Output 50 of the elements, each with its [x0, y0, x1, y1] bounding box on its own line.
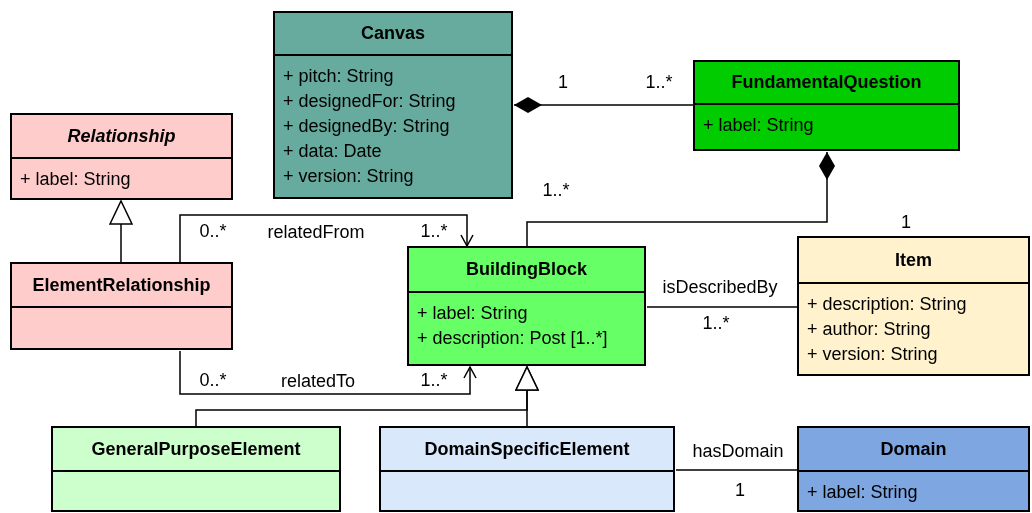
multiplicity-label: 0..*	[199, 370, 227, 390]
association-arrow	[179, 350, 477, 395]
class-box	[797, 426, 1030, 512]
class-name: FundamentalQuestion	[731, 71, 922, 94]
multiplicity-label: 1..*	[542, 180, 570, 200]
class-name: ElementRelationship	[32, 273, 211, 297]
class-box	[10, 113, 233, 200]
multiplicity-label: 1	[558, 72, 568, 92]
attribute-text: + label: String	[807, 481, 919, 504]
attribute-text: + pitch: String	[283, 65, 395, 88]
attribute-text: + label: String	[20, 168, 132, 191]
attribute-text: + version: String	[807, 343, 939, 366]
multiplicity-label: 1..*	[702, 313, 730, 333]
multiplicity-label: 1..*	[420, 221, 448, 241]
class-name: Canvas	[360, 22, 425, 45]
attribute-text: + author: String	[807, 318, 932, 341]
attribute-text: + designedFor: String	[283, 90, 457, 113]
generalization-arrow	[515, 366, 539, 427]
multiplicity-label: 1	[735, 480, 745, 500]
attribute-text: + label: String	[703, 114, 815, 137]
composition-line	[526, 151, 835, 247]
composition-line	[513, 97, 694, 113]
class-box	[407, 246, 646, 366]
class-box	[379, 426, 675, 512]
attribute-text: + designedBy: String	[283, 115, 451, 138]
association-line	[675, 469, 798, 471]
class-box	[693, 60, 960, 151]
edge-label: isDescribedBy	[660, 277, 780, 297]
class-name: DomainSpecificElement	[424, 437, 630, 461]
multiplicity-label: 1..*	[645, 72, 673, 92]
association-arrow	[179, 214, 474, 263]
association-line	[646, 306, 798, 308]
attribute-text: + description: String	[807, 293, 968, 316]
attribute-text: + label: String	[417, 302, 529, 325]
multiplicity-label: 0..*	[199, 221, 227, 241]
attribute-text: + version: String	[283, 165, 415, 188]
class-name: GeneralPurposeElement	[91, 437, 301, 461]
class-name: Domain	[880, 437, 947, 461]
class-box	[51, 426, 341, 512]
class-name: BuildingBlock	[466, 258, 587, 281]
multiplicity-label: 1	[901, 212, 911, 232]
generalization-arrow	[109, 200, 133, 263]
multiplicity-label: 1..*	[420, 370, 448, 390]
class-box	[797, 236, 1030, 376]
class-name: Item	[895, 248, 932, 272]
attribute-text: + description: Post [1..*]	[417, 327, 609, 350]
attribute-text: + data: Date	[283, 140, 383, 163]
class-name: Relationship	[67, 124, 176, 148]
class-box	[273, 11, 513, 199]
class-box	[10, 262, 233, 350]
